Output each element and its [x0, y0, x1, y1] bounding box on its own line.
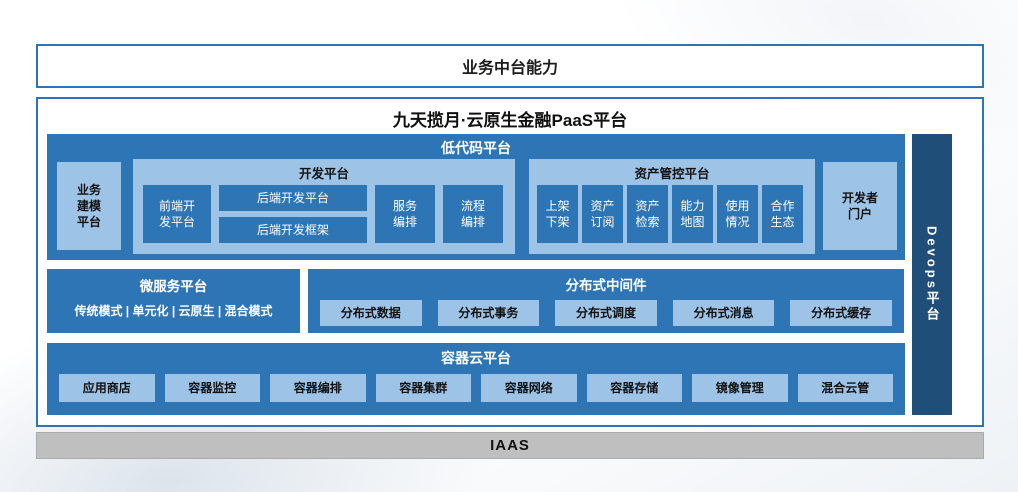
service-orchestration-box: 服务编排	[375, 185, 435, 243]
middleware-item: 分布式消息	[673, 300, 775, 326]
lowcode-section: 低代码平台 业务建模平台 开发平台 前端开发平台 后端开发平台 后端开发框架 服…	[47, 134, 905, 260]
microservice-modes: 传统模式 | 单元化 | 云原生 | 混合模式	[47, 302, 300, 319]
asset-platform-panel: 资产管控平台 上架下架 资产订阅 资产检索 能力地图 使用情况 合作生态	[529, 159, 815, 254]
asset-item: 能力地图	[672, 185, 713, 243]
asset-platform-title: 资产管控平台	[529, 159, 815, 182]
dev-platform-title: 开发平台	[133, 159, 515, 182]
backend-dev-framework-box: 后端开发框架	[219, 217, 367, 243]
iaas-bar: IAAS	[36, 432, 984, 459]
asset-item: 上架下架	[537, 185, 578, 243]
middleware-item: 分布式缓存	[790, 300, 892, 326]
top-banner-label: 业务中台能力	[462, 54, 558, 78]
middleware-item: 分布式事务	[438, 300, 540, 326]
container-item: 容器网络	[481, 374, 577, 402]
process-orchestration-box: 流程编排	[443, 185, 503, 243]
middleware-title: 分布式中间件	[308, 269, 904, 294]
middleware-item: 分布式调度	[555, 300, 657, 326]
backend-stack: 后端开发平台 后端开发框架	[219, 185, 367, 243]
platform-panel: 九天揽月·云原生金融PaaS平台 Devops平台 低代码平台 业务建模平台 开…	[36, 97, 984, 427]
asset-item: 资产检索	[627, 185, 668, 243]
backend-dev-platform-box: 后端开发平台	[219, 185, 367, 211]
container-item: 镜像管理	[692, 374, 788, 402]
container-item: 容器集群	[376, 374, 472, 402]
frontend-dev-box: 前端开发平台	[143, 185, 211, 243]
asset-item: 资产订阅	[582, 185, 623, 243]
container-cloud-section: 容器云平台 应用商店 容器监控 容器编排 容器集群 容器网络 容器存储 镜像管理…	[47, 343, 905, 415]
container-cloud-row: 应用商店 容器监控 容器编排 容器集群 容器网络 容器存储 镜像管理 混合云管	[59, 374, 893, 402]
container-item: 容器编排	[270, 374, 366, 402]
top-banner: 业务中台能力	[36, 44, 984, 88]
container-item: 混合云管	[798, 374, 894, 402]
middleware-row: 分布式数据 分布式事务 分布式调度 分布式消息 分布式缓存	[320, 300, 892, 326]
asset-item: 合作生态	[762, 185, 803, 243]
container-item: 容器存储	[587, 374, 683, 402]
developer-portal-box: 开发者门户	[823, 162, 897, 250]
container-cloud-title: 容器云平台	[47, 343, 905, 368]
microservice-section: 微服务平台 传统模式 | 单元化 | 云原生 | 混合模式	[47, 269, 300, 333]
platform-title: 九天揽月·云原生金融PaaS平台	[38, 106, 982, 131]
lowcode-title: 低代码平台	[47, 134, 905, 158]
devops-bar: Devops平台	[912, 134, 952, 415]
container-item: 容器监控	[165, 374, 261, 402]
middleware-section: 分布式中间件 分布式数据 分布式事务 分布式调度 分布式消息 分布式缓存	[308, 269, 904, 333]
asset-item: 使用情况	[717, 185, 758, 243]
dev-platform-body: 前端开发平台 后端开发平台 后端开发框架 服务编排 流程编排	[143, 185, 505, 246]
asset-platform-body: 上架下架 资产订阅 资产检索 能力地图 使用情况 合作生态	[537, 185, 803, 243]
container-item: 应用商店	[59, 374, 155, 402]
middleware-item: 分布式数据	[320, 300, 422, 326]
business-modeling-box: 业务建模平台	[57, 162, 121, 250]
microservice-title: 微服务平台	[47, 269, 300, 295]
iaas-label: IAAS	[490, 437, 530, 454]
dev-platform-panel: 开发平台 前端开发平台 后端开发平台 后端开发框架 服务编排 流程编排	[133, 159, 515, 254]
devops-label: Devops平台	[923, 226, 942, 323]
